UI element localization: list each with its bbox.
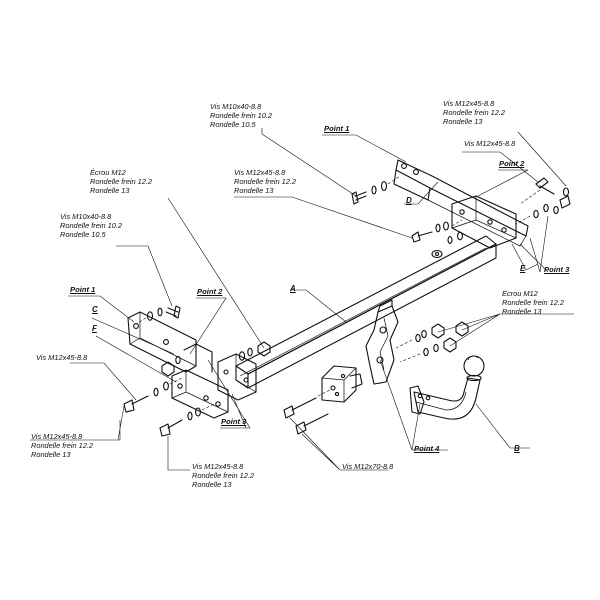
label-vis-m12x45-top-right: Vis M12x45-8.8 Rondelle frein 12.2 Ronde… (443, 99, 505, 127)
label-vis-m12x70: Vis M12x70-8.8 (342, 462, 393, 471)
label-point-2-right: Point 2 (499, 159, 525, 168)
label-point-2-left: Point 2 (197, 287, 223, 296)
label-line: Rondelle frein 12.2 (502, 298, 565, 308)
leader-lines (30, 128, 574, 471)
socket-plate (321, 365, 363, 403)
label-vis-m12x45-bottom-left: Vis M12x45-8.8 Rondelle frein 12.2 Ronde… (31, 432, 93, 460)
label-ecrou-m12-right: Ecrou M12 Rondelle frein 12.2 Rondelle 1… (502, 289, 564, 317)
label-ecrou-m12-left: Écrou M12 Rondelle frein 12.2 Rondelle 1… (90, 168, 152, 196)
label-line: Rondelle 13 (234, 186, 274, 196)
label-letter-d: D (406, 196, 412, 205)
label-line: Rondelle 13 (90, 186, 130, 196)
ball-mount-bracket (365, 299, 399, 385)
label-line: Vis M12x45-8.8 (464, 139, 516, 148)
label-letter-c: C (92, 305, 98, 314)
label-vis-m12x45-center: Vis M12x45-8.8 Rondelle frein 12.2 Ronde… (234, 168, 296, 196)
label-point-3-left: Point 3 (221, 417, 247, 426)
label-line: Vis M12x45-8.8 (31, 432, 83, 441)
fasteners (123, 175, 571, 437)
crossbar-part-a (235, 235, 497, 389)
label-letter-a: A (290, 284, 296, 293)
label-letter-e: E (520, 264, 526, 273)
label-vis-m12x45-right-single: Vis M12x45-8.8 (464, 139, 515, 148)
label-line: Vis M12x45-8.8 (234, 168, 286, 177)
label-vis-m12x45-left-single: Vis M12x45-8.8 (36, 353, 87, 362)
label-line: Rondelle 13 (192, 480, 232, 490)
label-letter-b: B (514, 444, 520, 453)
label-vis-m10x40-left: Vis M10x40-8.8 Rondelle frein 10.2 Ronde… (60, 212, 122, 240)
label-line: Vis M10x40-8.8 (60, 212, 112, 221)
label-line: Vis M10x40-8.8 (210, 102, 262, 111)
right-arm-part-d (393, 159, 529, 247)
label-letter-f: F (92, 324, 97, 333)
label-line: Rondelle frein 12.2 (192, 471, 255, 481)
label-line: Rondelle 13 (443, 117, 483, 127)
label-line: Rondelle 10.5 (60, 230, 106, 240)
label-line: Écrou M12 (90, 168, 126, 177)
label-vis-m12x45-bottom-center: Vis M12x45-8.8 Rondelle frein 12.2 Ronde… (192, 462, 254, 490)
label-point-1-top: Point 1 (324, 124, 350, 133)
label-line: Rondelle frein 12.2 (90, 177, 153, 187)
label-line: Rondelle 10.5 (210, 120, 256, 130)
left-bracket-part-c (127, 311, 213, 373)
label-line: Vis M12x45-8.8 (192, 462, 244, 471)
label-line: Rondelle 13 (31, 450, 71, 460)
label-line: Rondelle frein 10.2 (210, 111, 273, 121)
right-side-plate-part-e (451, 195, 517, 249)
label-point-4: Point 4 (414, 444, 440, 453)
label-vis-m10x40-top: Vis M10x40-8.8 Rondelle frein 10.2 Ronde… (210, 102, 272, 130)
label-line: Vis M12x70-8.8 (342, 462, 394, 471)
label-line: Rondelle frein 12.2 (31, 441, 94, 451)
label-point-1-left: Point 1 (70, 285, 96, 294)
left-side-plate-part-f (171, 369, 229, 419)
label-point-3-right: Point 3 (544, 265, 570, 274)
left-end-plate (217, 353, 257, 401)
label-line: Rondelle frein 12.2 (234, 177, 297, 187)
label-line: Ecrou M12 (502, 289, 538, 298)
label-line: Vis M12x45-8.8 (36, 353, 88, 362)
label-line: Rondelle frein 12.2 (443, 108, 506, 118)
tow-ball-neck-part-b (409, 355, 485, 420)
label-line: Rondelle frein 10.2 (60, 221, 123, 231)
label-line: Vis M12x45-8.8 (443, 99, 495, 108)
label-line: Rondelle 13 (502, 307, 542, 317)
